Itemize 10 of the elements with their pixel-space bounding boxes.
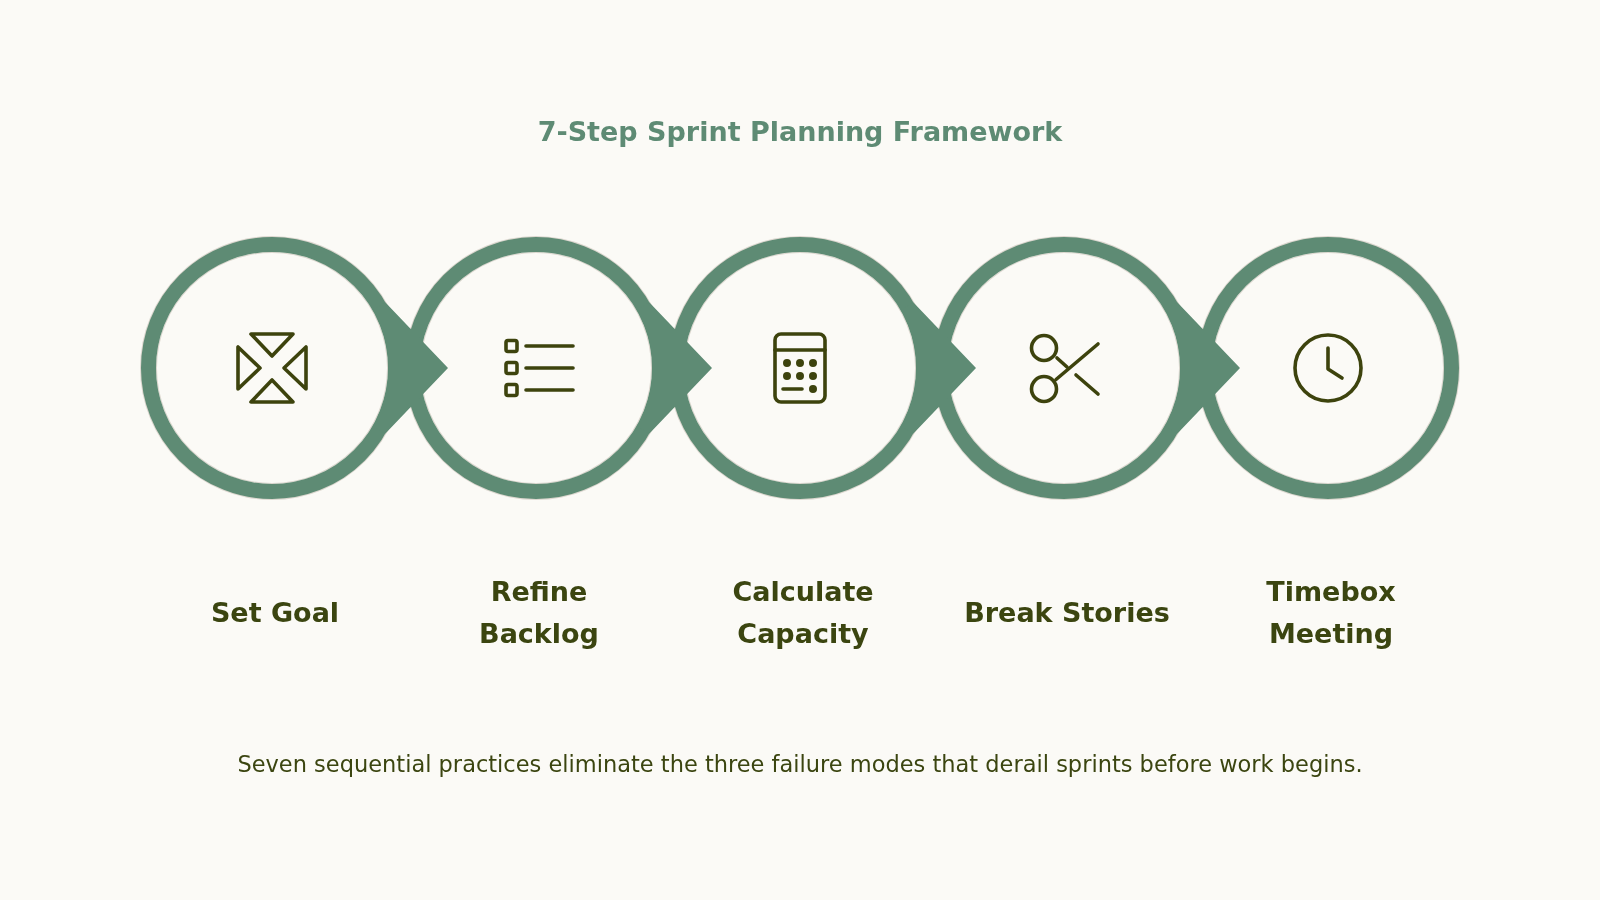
caption: Seven sequential practices eliminate the three failure modes that derail sprints before work begins. bbox=[237, 750, 1363, 779]
title: 7-Step Sprint Planning Framework bbox=[537, 115, 1063, 149]
arrow bbox=[900, 302, 976, 434]
step-label: Calculate Capacity bbox=[731, 575, 875, 651]
step-label: Refine Backlog bbox=[478, 575, 600, 651]
arrow bbox=[1164, 302, 1240, 434]
step-label: Break Stories bbox=[964, 596, 1170, 630]
step-label: Timebox Meeting bbox=[1265, 575, 1397, 651]
step-label: Set Goal bbox=[210, 596, 340, 630]
arrow bbox=[636, 302, 712, 434]
